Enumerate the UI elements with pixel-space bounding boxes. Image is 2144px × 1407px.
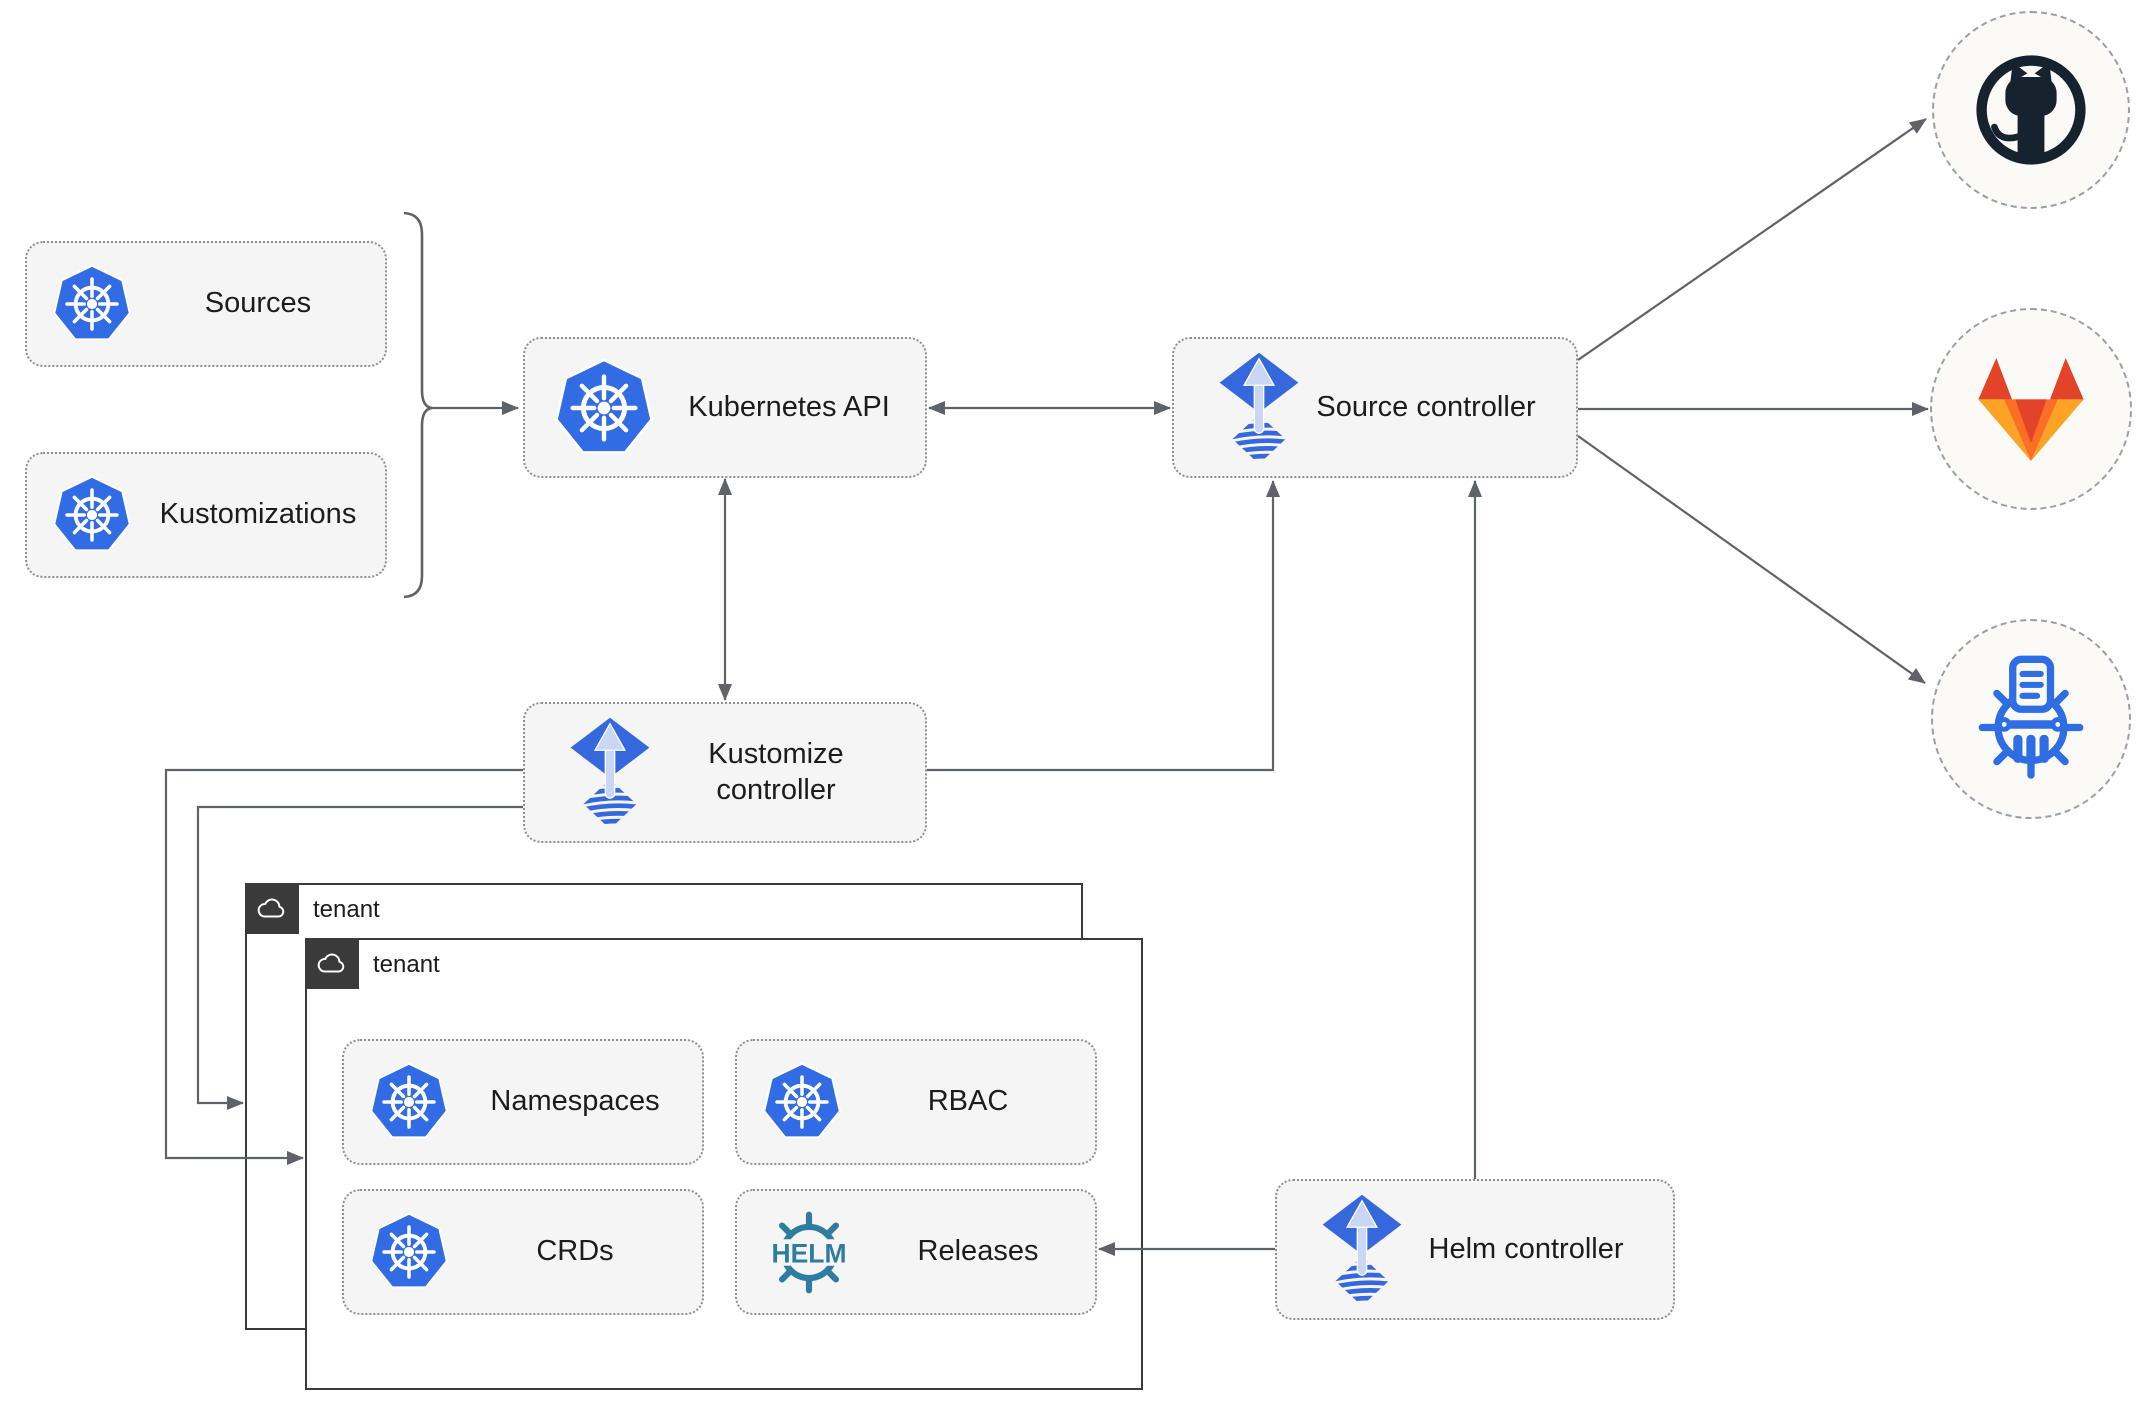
endpoint-github bbox=[1932, 11, 2130, 209]
tenant-tab bbox=[304, 937, 359, 989]
tenant-label: tenant bbox=[373, 951, 440, 978]
helm-icon: HELM bbox=[757, 1205, 861, 1300]
github-icon bbox=[1976, 55, 2086, 165]
node-label: Source controller bbox=[1316, 390, 1536, 423]
endpoint-gitlab bbox=[1930, 308, 2132, 510]
kubernetes-icon bbox=[53, 476, 131, 554]
node-releases: HELM Releases bbox=[735, 1189, 1097, 1315]
kubernetes-icon bbox=[763, 1063, 841, 1141]
node-helm-controller: Helm controller bbox=[1275, 1179, 1675, 1320]
tenant-label: tenant bbox=[313, 896, 380, 923]
node-label: Kustomize controller bbox=[708, 738, 844, 806]
node-label: Kustomizations bbox=[159, 498, 357, 531]
kubernetes-icon bbox=[555, 359, 653, 457]
tenant-group-front: tenant Namespaces RBAC CRDs bbox=[304, 937, 1143, 1390]
node-source-controller: Source controller bbox=[1172, 337, 1578, 478]
node-kubernetes-api: Kubernetes API bbox=[523, 337, 927, 478]
gitlab-icon bbox=[1978, 357, 2084, 461]
helm-wordmark: HELM bbox=[772, 1238, 847, 1268]
cloud-icon bbox=[257, 898, 284, 917]
flux-icon bbox=[1319, 1193, 1405, 1306]
kubernetes-icon bbox=[370, 1063, 448, 1141]
flux-icon bbox=[567, 716, 653, 829]
flux-icon bbox=[1216, 351, 1302, 464]
node-label: Sources bbox=[204, 287, 312, 320]
kubernetes-icon bbox=[53, 265, 131, 343]
cloud-icon bbox=[317, 953, 344, 972]
tenant-tab bbox=[244, 882, 299, 934]
node-sources: Sources bbox=[25, 241, 387, 367]
node-crds: CRDs bbox=[342, 1189, 704, 1315]
endpoint-chartmuseum bbox=[1931, 619, 2131, 819]
node-label: RBAC bbox=[927, 1085, 1009, 1118]
node-namespaces: Namespaces bbox=[342, 1039, 704, 1165]
node-label: Helm controller bbox=[1428, 1232, 1624, 1265]
node-label: Kubernetes API bbox=[688, 390, 890, 423]
node-label: Releases bbox=[917, 1235, 1039, 1268]
node-rbac: RBAC bbox=[735, 1039, 1097, 1165]
node-kustomize-controller: Kustomize controller bbox=[523, 702, 927, 843]
kubernetes-icon bbox=[370, 1213, 448, 1291]
node-label: Namespaces bbox=[490, 1085, 660, 1118]
node-kustomizations: Kustomizations bbox=[25, 452, 387, 578]
node-label: CRDs bbox=[536, 1235, 614, 1268]
chartmuseum-icon bbox=[1978, 655, 2084, 779]
